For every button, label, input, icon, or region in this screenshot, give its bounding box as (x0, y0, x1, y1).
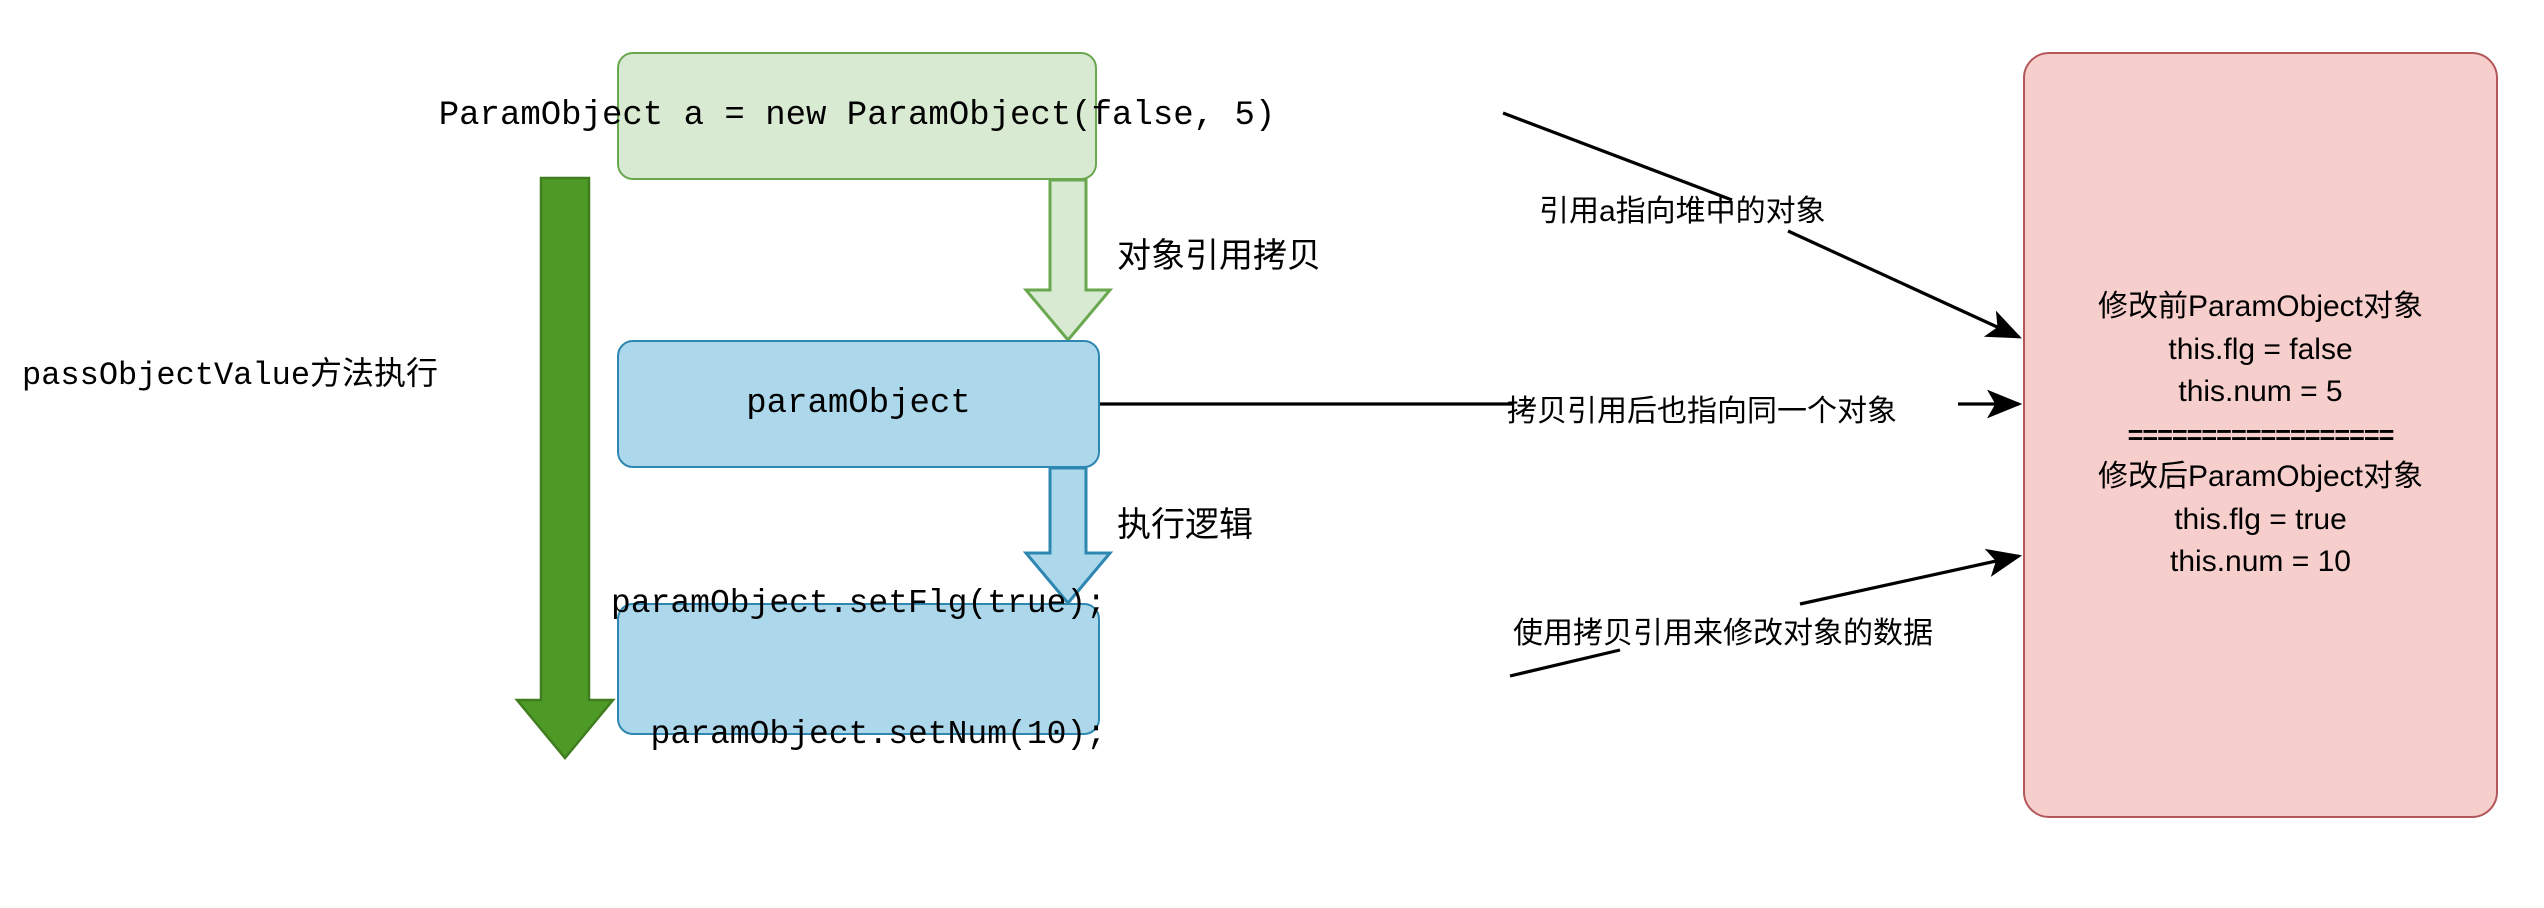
heap-before-title: 修改前ParamObject对象 (2097, 290, 2424, 324)
heap-separator: ================== (2127, 419, 2395, 450)
heap-before-flg: this.flg = false (2168, 332, 2353, 366)
setter-line-1: paramObject.setFlg(true); (610, 584, 1107, 622)
annotation-a-points-to-heap: 引用a指向堆中的对象 (1539, 195, 1826, 228)
param-object-box: paramObject (617, 340, 1100, 468)
annotation-modify-via-copy: 使用拷贝引用来修改对象的数据 (1513, 617, 1933, 650)
source-statement-text: ParamObject a = new ParamObject(false, 5… (438, 97, 1276, 135)
source-statement-box: ParamObject a = new ParamObject(false, 5… (439, 52, 1275, 180)
heap-after-title: 修改后ParamObject对象 (2097, 460, 2424, 494)
heap-object-box: 修改前ParamObject对象 this.flg = false this.n… (2023, 52, 2498, 818)
heap-after-flg: this.flg = true (2174, 502, 2347, 536)
setter-line-2: paramObject.setNum(10); (610, 715, 1107, 753)
param-object-text: paramObject (746, 385, 971, 423)
setter-statements-lines: paramObject.setFlg(true); paramObject.se… (611, 495, 1106, 843)
execute-logic-label: 执行逻辑 (1117, 506, 1253, 544)
heap-after-num: this.num = 10 (2170, 545, 2351, 579)
setter-statements-box: paramObject.setFlg(true); paramObject.se… (611, 585, 1106, 753)
annotation-copy-same-object: 拷贝引用后也指向同一个对象 (1507, 395, 1897, 428)
method-execution-label: passObjectValue方法执行 (22, 357, 439, 394)
method-execution-arrow (514, 176, 616, 760)
heap-before-num: this.num = 5 (2178, 375, 2343, 409)
reference-copy-label: 对象引用拷贝 (1117, 237, 1321, 275)
reference-copy-arrow (1022, 178, 1114, 343)
